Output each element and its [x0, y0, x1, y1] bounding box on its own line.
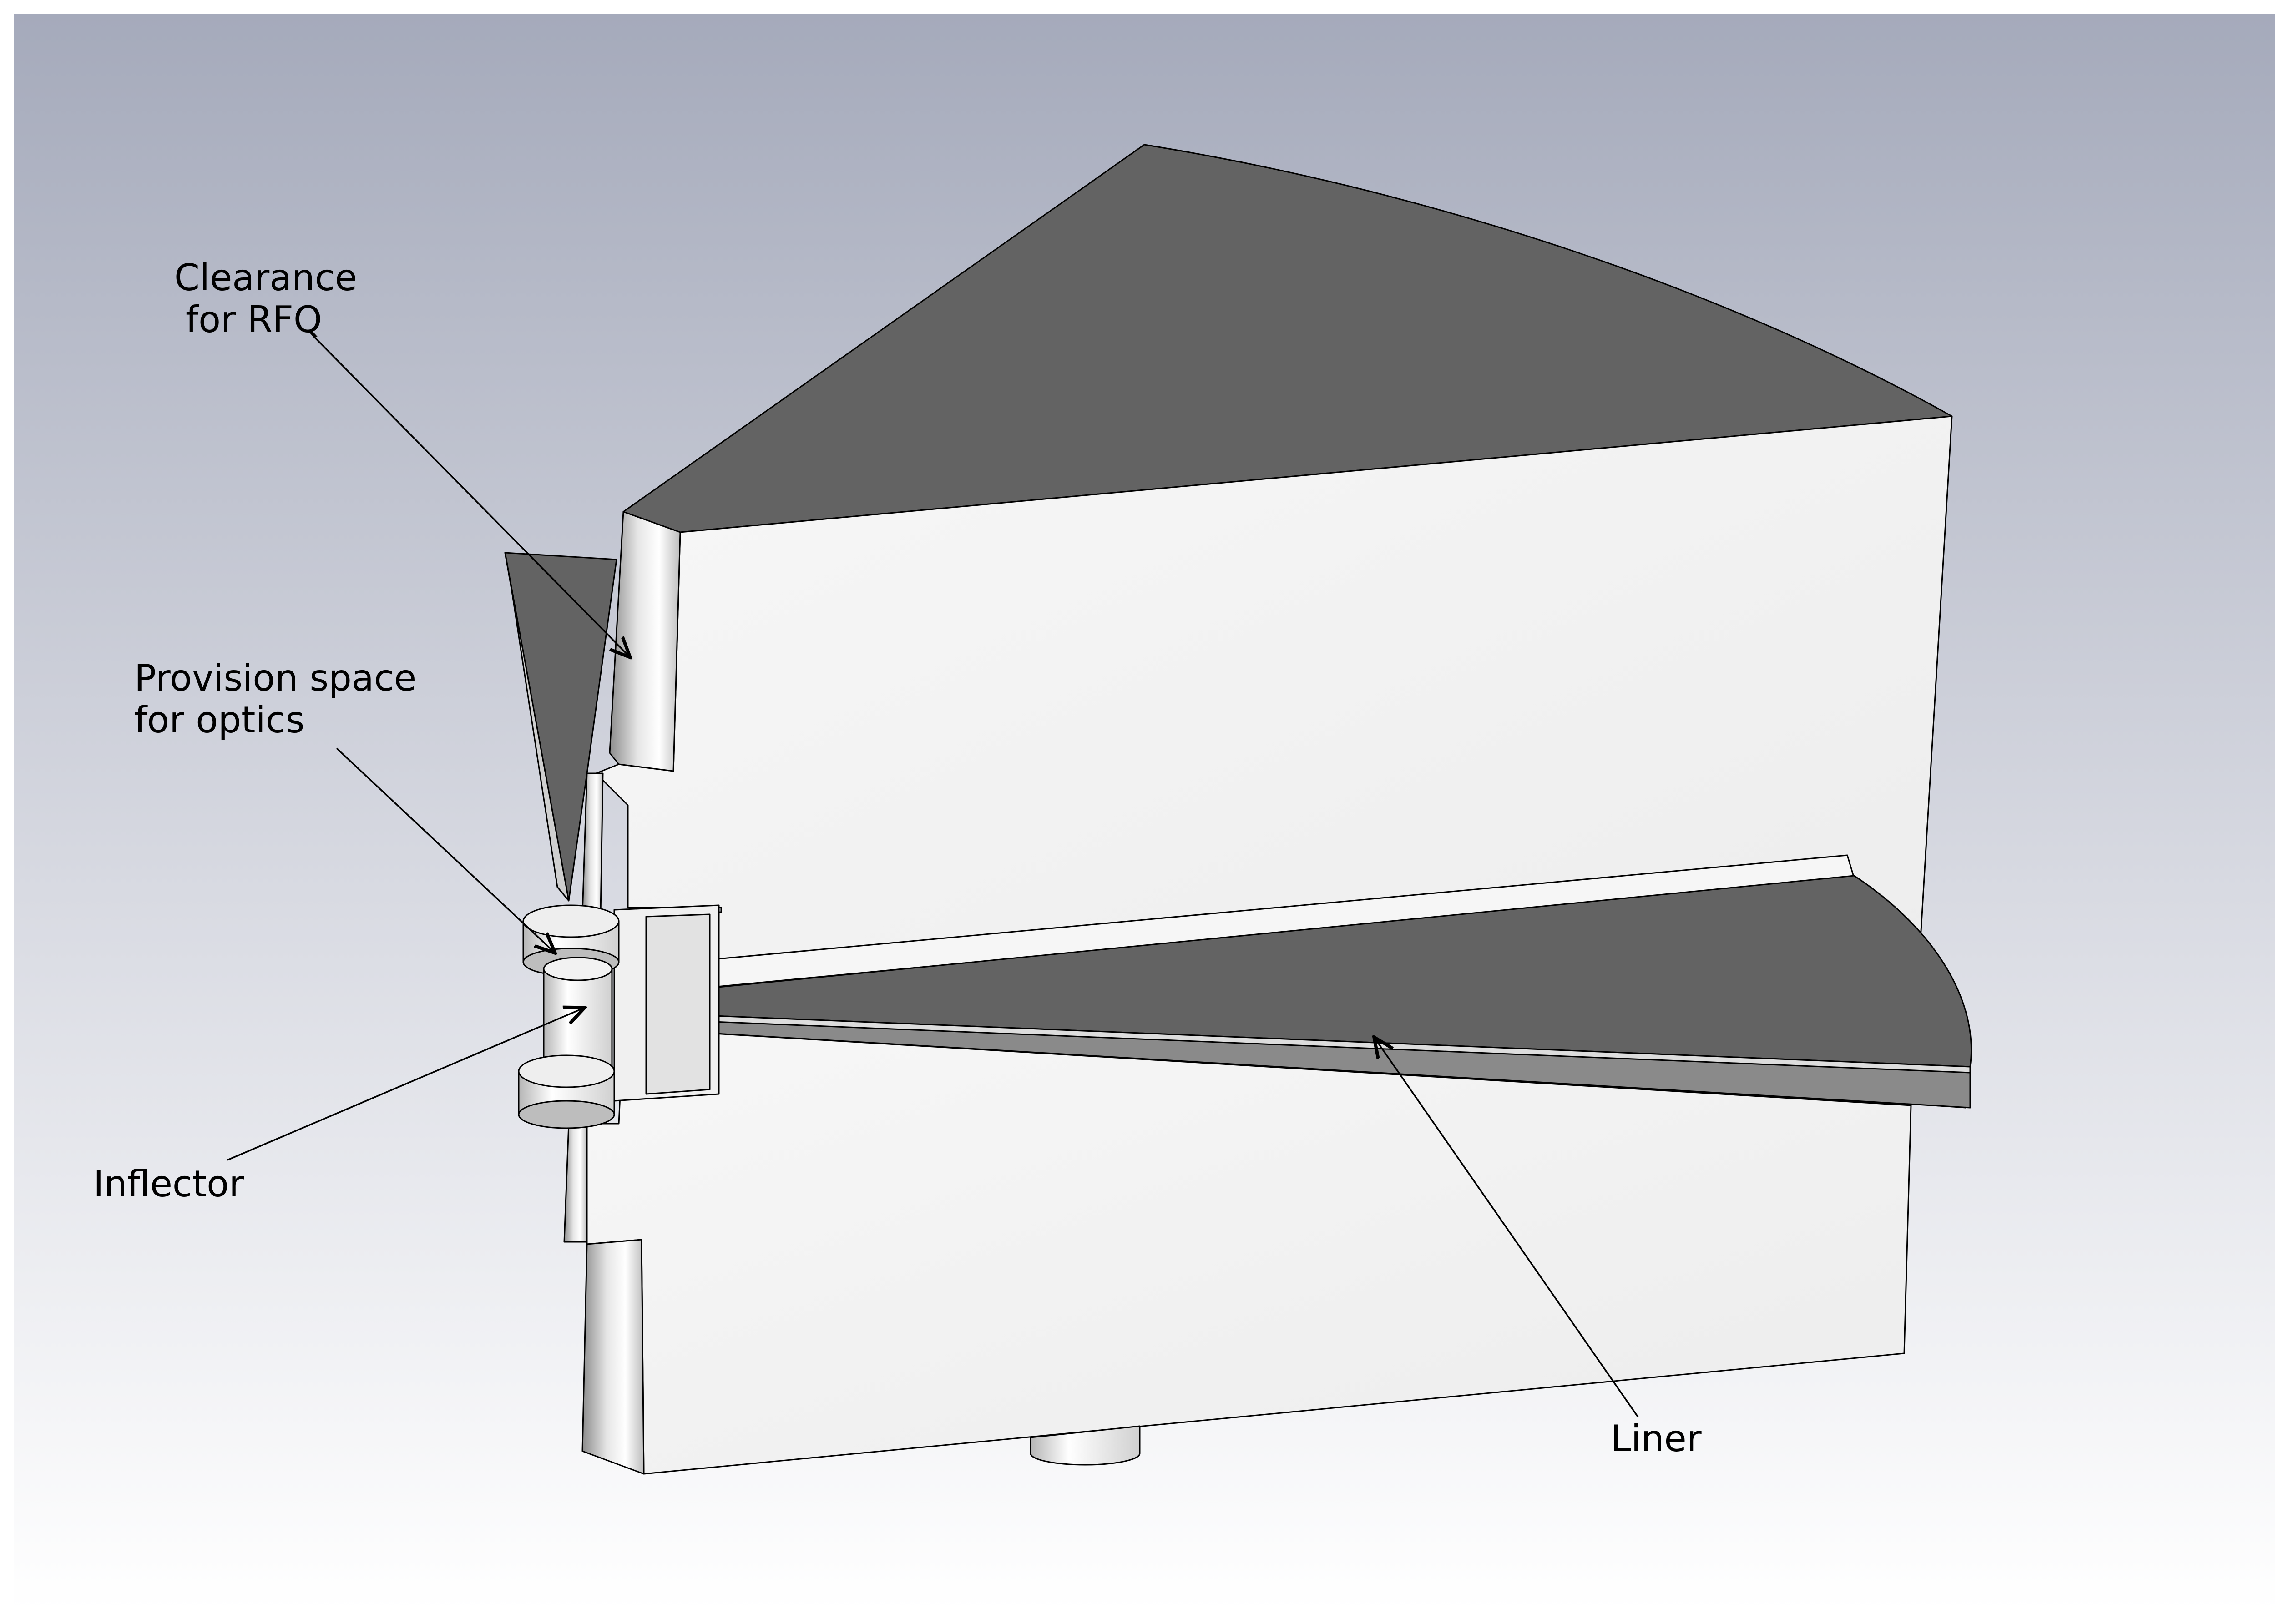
- provision-space-cylinder-bottom: [518, 1054, 615, 1129]
- rfq-clearance-wedge-edge: [504, 552, 570, 902]
- label-inflector: Inflector: [93, 1163, 244, 1205]
- label-provision-line2: for optics: [134, 699, 304, 741]
- inflector-leader: [227, 1008, 585, 1161]
- median-plane-face: [622, 875, 1972, 1109]
- upper-pole-edge-strip: [609, 511, 681, 772]
- lower-pole-edge-strip: [581, 1239, 645, 1475]
- central-region-box-inner: [645, 913, 711, 1095]
- clearance-leader: [313, 336, 630, 657]
- label-clearance-line1: Clearance: [174, 257, 357, 299]
- label-provision-line1: Provision space: [134, 657, 416, 699]
- provision-leader: [336, 747, 555, 953]
- label-liner: Liner: [1611, 1417, 1702, 1460]
- liner-leader: [1374, 1037, 1639, 1417]
- upper-sector-top-face: [622, 144, 1953, 533]
- bottom-port-cylinder: [1030, 1425, 1141, 1466]
- label-clearance-line2: for RFQ: [186, 298, 322, 341]
- lower-axial-channel: [563, 1123, 588, 1243]
